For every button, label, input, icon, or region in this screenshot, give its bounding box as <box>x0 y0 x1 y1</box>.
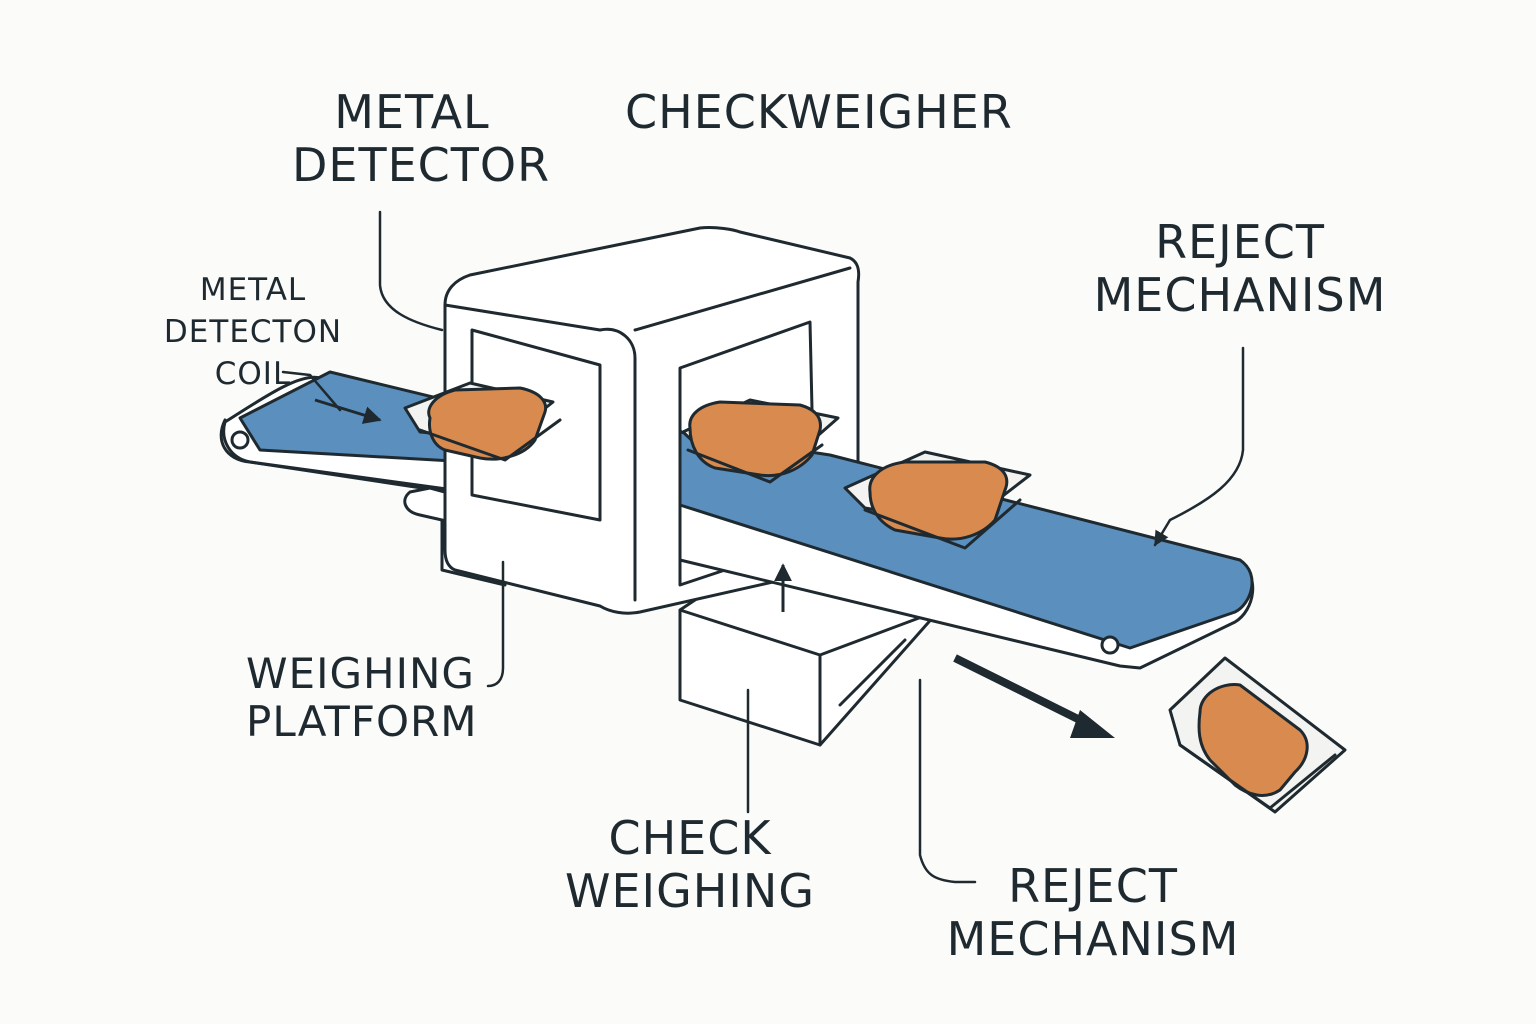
metal-detector-line-1: METAL <box>334 85 490 139</box>
food-tray-2 <box>681 398 840 484</box>
weighing-platform-label: WEIGHING PLATFORM <box>246 649 478 747</box>
checkweigher-title-text: CHECKWEIGHER <box>625 85 1013 139</box>
reject-top-line-2: MECHANISM <box>1093 267 1387 322</box>
reject-bottom-line-1: REJECT <box>1008 859 1178 913</box>
coil-line-2: DETECTON <box>163 313 343 350</box>
food-tray-1 <box>403 381 562 462</box>
rejected-tray <box>1168 656 1347 814</box>
metal-detector-label: METAL DETECTOR <box>292 85 551 192</box>
food-tray-3 <box>843 450 1032 550</box>
reject-top-line-1: REJECT <box>1155 215 1325 269</box>
weighing-platform-line-2: PLATFORM <box>246 697 478 747</box>
coil-line-3: COIL <box>214 355 292 392</box>
checkweigher-title: CHECKWEIGHER <box>625 86 1013 139</box>
reject-bottom-line-2: MECHANISM <box>946 911 1240 966</box>
metal-detector-line-2: DETECTOR <box>292 137 551 192</box>
check-weighing-label: CHECK WEIGHING <box>560 812 820 918</box>
reject-mechanism-top-label: REJECT MECHANISM <box>1075 216 1405 322</box>
right-conveyor <box>678 428 1255 670</box>
check-weighing-line-1: CHECK <box>608 811 772 865</box>
check-weighing-line-2: WEIGHING <box>565 863 815 918</box>
leader-lines <box>281 210 1245 884</box>
metal-detection-coil-label: METAL DETECTON COIL <box>148 270 358 396</box>
flow-arrow-icon <box>314 398 382 424</box>
reject-mechanism-bottom-label: REJECT MECHANISM <box>938 860 1248 966</box>
coil-line-1: METAL <box>199 272 307 308</box>
weighing-platform-line-1: WEIGHING <box>246 649 475 698</box>
reject-arrow-icon <box>953 654 1115 738</box>
